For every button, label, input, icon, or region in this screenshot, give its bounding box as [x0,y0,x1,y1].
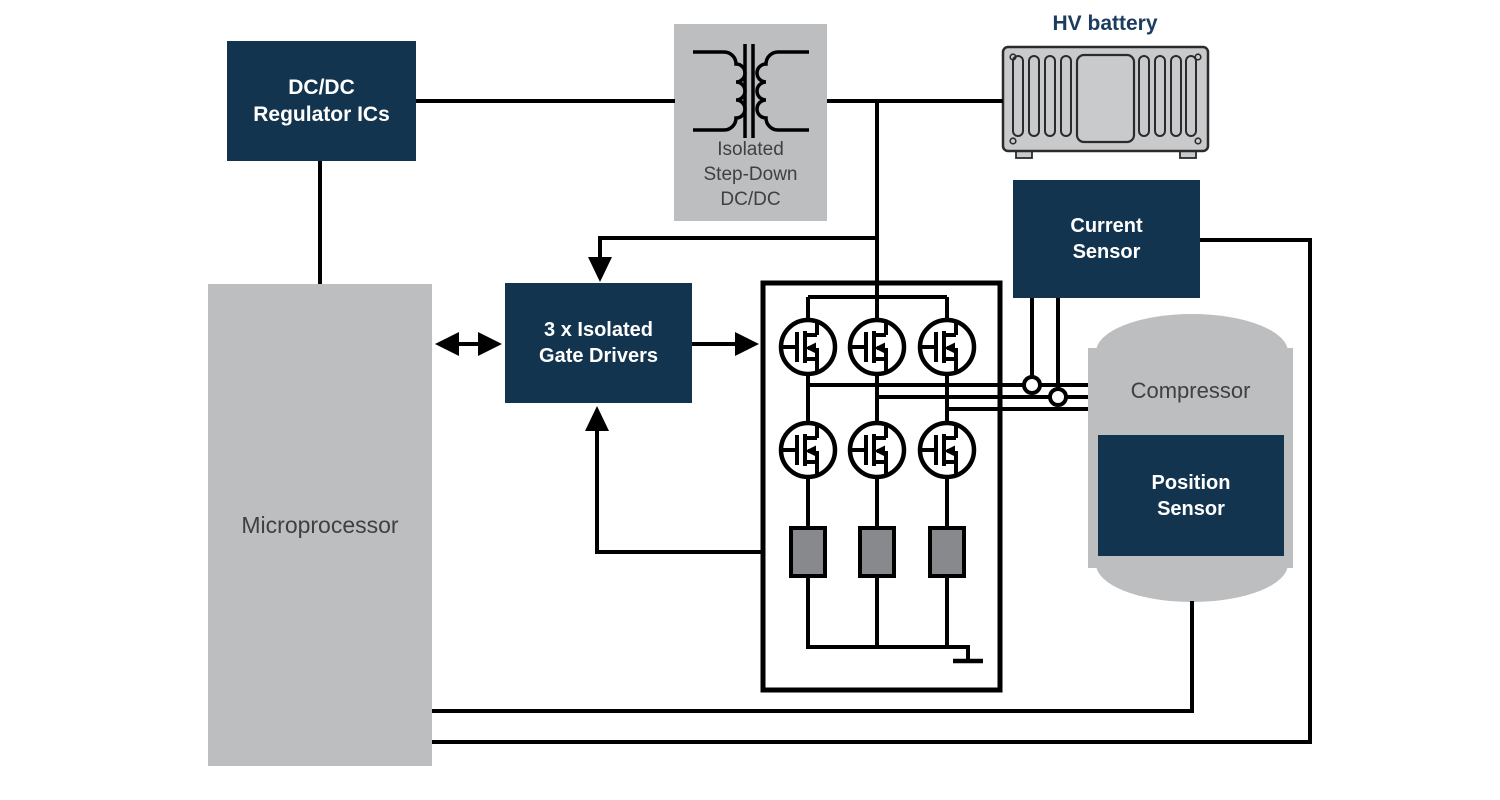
ground-icon [953,645,983,664]
current-sensor-block: Current Sensor [1013,180,1200,298]
position-sensor-block: Position Sensor [1098,435,1284,556]
mosfet-icon [850,320,904,374]
microprocessor-block: Microprocessor [208,284,432,766]
dcdc-regulator-block: DC/DC Regulator ICs [227,41,416,161]
gate-drivers-block: 3 x Isolated Gate Drivers [505,283,692,403]
compressor-label: Compressor [1130,378,1251,403]
mosfet-icon [920,423,974,477]
current-loop-icon [1022,375,1068,407]
hv-battery-icon [1001,45,1210,159]
shunt-resistor [789,526,966,578]
mosfet-icon [781,423,835,477]
inverter-outline [760,280,1003,693]
mosfet-icon [920,320,974,374]
mosfet-icon [781,320,835,374]
mosfet-icon [850,423,904,477]
isolated-stepdown-block: Isolated Step-Down DC/DC [674,24,827,221]
hv-battery-label: HV battery [1052,12,1158,35]
